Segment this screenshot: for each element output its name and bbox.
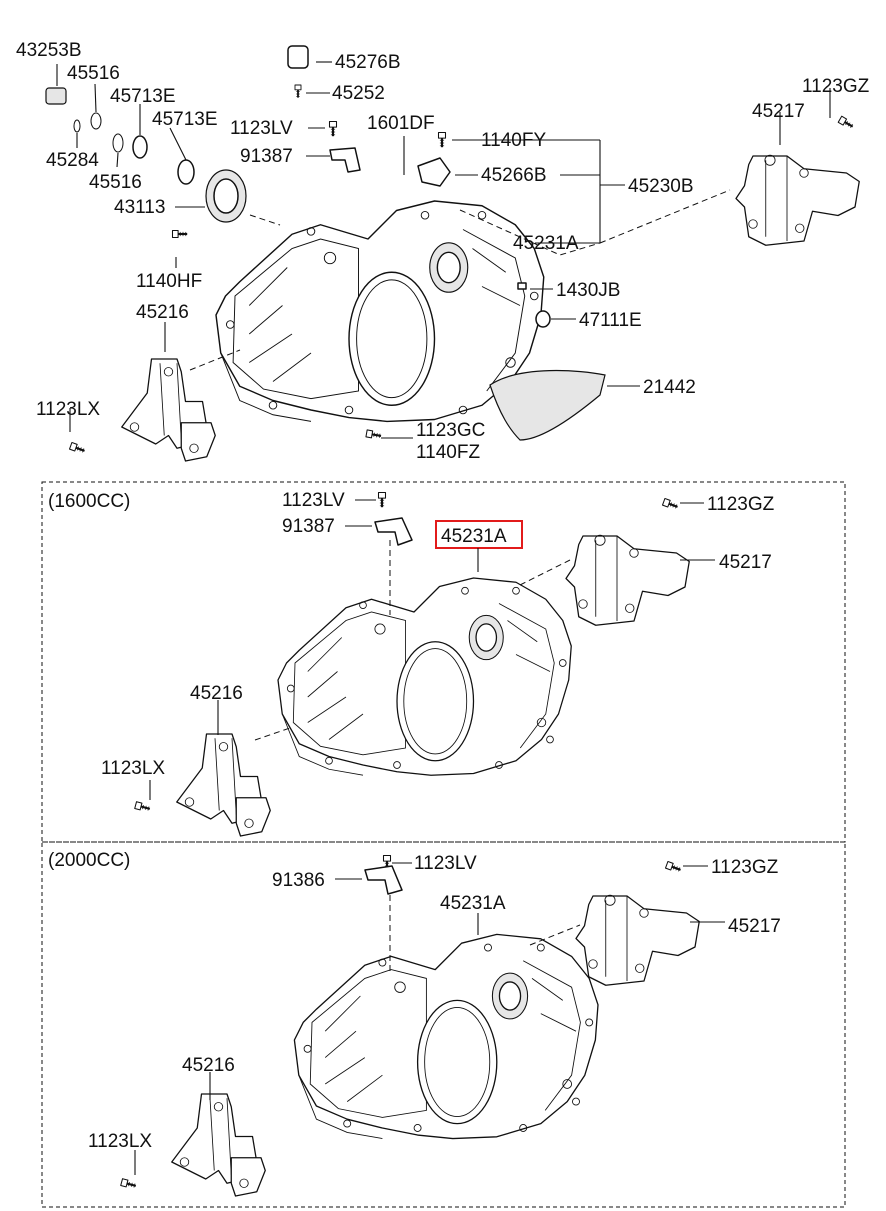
oil-seal-inner <box>213 178 239 214</box>
seal-45713e <box>132 135 148 159</box>
bolt-1123gz-1600 <box>661 497 680 512</box>
label-45252: 45252 <box>332 83 385 104</box>
label-1140fz: 1140FZ <box>416 442 480 463</box>
label-45216-1600: 45216 <box>190 683 243 704</box>
label-47111e: 47111E <box>579 310 642 331</box>
section-title-1600cc: (1600CC) <box>48 491 130 512</box>
label-45713e-a: 45713E <box>110 86 176 107</box>
bolt-1123lx-2000 <box>119 1177 138 1191</box>
label-1123gc: 1123GC <box>416 420 485 441</box>
bracket-91387 <box>329 147 361 173</box>
ring-45516-b <box>112 133 124 153</box>
section-2000cc: (2000CC) 1123LV 91386 45231A 1123GZ 4521… <box>48 850 781 1197</box>
label-45266b: 45266B <box>481 165 547 186</box>
bolt-1123lv-1600 <box>377 491 387 509</box>
ring-45516 <box>90 112 102 130</box>
label-21442: 21442 <box>643 377 696 398</box>
label-45284: 45284 <box>46 150 99 171</box>
label-45216: 45216 <box>136 302 189 323</box>
label-91386-2000: 91386 <box>272 870 325 891</box>
bolt-1140hf <box>171 229 189 239</box>
label-1140fy: 1140FY <box>481 130 546 151</box>
exploded-view-top: 43253B 45516 45713E 45713E 45284 45516 4… <box>16 40 870 463</box>
label-91387: 91387 <box>240 146 293 167</box>
label-1123lx: 1123LX <box>36 399 100 420</box>
label-1123lx-2000: 1123LX <box>88 1131 152 1152</box>
label-45216-2000: 45216 <box>182 1055 235 1076</box>
bracket-45217-top <box>735 154 860 246</box>
label-45516-a: 45516 <box>67 63 120 84</box>
label-1123lv-2000: 1123LV <box>414 853 477 874</box>
cover-21442 <box>489 369 606 441</box>
section-box-2000cc <box>41 841 846 1208</box>
bracket-45216-2000 <box>171 1093 266 1197</box>
label-45217-1600: 45217 <box>719 552 772 573</box>
label-1123lx-1600: 1123LX <box>101 758 165 779</box>
cap-45276b <box>287 45 309 69</box>
bracket-45217-1600 <box>565 534 690 626</box>
label-1123gz-1600: 1123GZ <box>707 494 775 515</box>
label-45217-2000: 45217 <box>728 916 781 937</box>
label-1601df: 1601DF <box>367 113 435 134</box>
section-1600cc: (1600CC) 1123LV 91387 45231A 1123GZ 4521… <box>48 490 775 837</box>
label-91387-1600: 91387 <box>282 516 335 537</box>
label-45276b: 45276B <box>335 52 401 73</box>
bolt-1123gz-2000 <box>664 860 683 875</box>
label-1123gz-2000: 1123GZ <box>711 857 779 878</box>
bracket-45216-top <box>121 358 216 462</box>
bolt-1123gc <box>364 428 383 441</box>
label-45516-b: 45516 <box>89 172 142 193</box>
bolt-1123lx-1600 <box>133 800 152 814</box>
bracket-91387-1600 <box>374 517 413 546</box>
bolt-1140fy <box>437 131 447 149</box>
label-45231a: 45231A <box>513 233 579 254</box>
pin-1430jb <box>517 282 527 290</box>
ring-45284 <box>73 119 81 133</box>
bracket-91386-2000 <box>364 865 403 895</box>
label-43113: 43113 <box>114 197 165 218</box>
label-45713e-b: 45713E <box>152 109 218 130</box>
label-1123lv-1600: 1123LV <box>282 490 345 511</box>
label-1430jb: 1430JB <box>556 280 620 301</box>
bolt-1123gz <box>837 115 856 131</box>
label-1123gz: 1123GZ <box>802 76 870 97</box>
bracket-45216-1600 <box>176 733 271 837</box>
bolt-1123lx <box>68 441 87 456</box>
label-1140hf: 1140HF <box>136 271 202 292</box>
bolt-1123lv <box>328 120 338 138</box>
bracket-45217-2000 <box>575 894 700 986</box>
bushing-43253b <box>45 87 67 105</box>
label-43253b: 43253B <box>16 40 82 61</box>
label-1123lv: 1123LV <box>230 118 293 139</box>
breather-45266b <box>417 157 451 187</box>
seal-45713e-b <box>177 159 195 185</box>
plug-47111e <box>535 310 551 328</box>
transaxle-case-2000 <box>293 933 599 1140</box>
label-45217: 45217 <box>752 101 805 122</box>
highlight-45231a <box>435 520 523 549</box>
section-title-2000cc: (2000CC) <box>48 850 130 871</box>
label-45231a-1600: 45231A <box>441 526 507 547</box>
label-45231a-2000: 45231A <box>440 893 506 914</box>
plug-45252 <box>294 84 302 99</box>
label-45230b: 45230B <box>628 176 694 197</box>
transaxle-case-1600 <box>277 577 572 776</box>
